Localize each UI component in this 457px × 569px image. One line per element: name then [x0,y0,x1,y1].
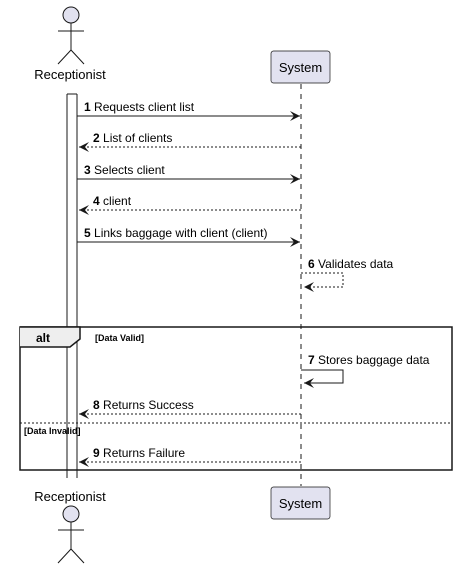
message-3: 3 Selects client [77,163,300,184]
participant-system-top: System [270,50,331,84]
message-4: 4 client [79,194,301,215]
alt-frame-tag: alt [36,331,50,345]
svg-text:9 Returns Failure: 9 Returns Failure [93,446,185,460]
message-1: 1 Requests client list [77,100,300,121]
message-5: 5 Links baggage with client (client) [77,226,300,247]
message-8: 8 Returns Success [79,398,301,419]
actor-stick-figure-icon [57,6,85,65]
message-number: 6 [308,257,315,271]
message-number: 1 [84,100,91,114]
svg-text:7 Stores baggage data: 7 Stores baggage data [308,353,430,367]
svg-text:4 client: 4 client [93,194,132,208]
message-number: 8 [93,398,100,412]
message-text: Links baggage with client (client) [94,226,267,240]
svg-text:5 Links baggage with client (c: 5 Links baggage with client (client) [84,226,267,240]
message-number: 7 [308,353,315,367]
actor-stick-figure-icon [57,505,85,564]
message-6-self: 6 Validates data [301,257,394,292]
svg-text:3 Selects client: 3 Selects client [84,163,165,177]
svg-text:2 List of clients: 2 List of clients [93,131,172,145]
actor-label-top: Receptionist [34,67,106,82]
message-9: 9 Returns Failure [79,446,301,467]
svg-text:6 Validates data: 6 Validates data [308,257,394,271]
svg-text:8 Returns Success: 8 Returns Success [93,398,194,412]
message-text: Stores baggage data [318,353,430,367]
message-text: Returns Success [103,398,194,412]
alt-guard-valid: [Data Valid] [95,333,144,343]
lifeline-receptionist [66,93,78,478]
message-text: List of clients [103,131,172,145]
message-text: Requests client list [94,100,195,114]
actor-label-bottom: Receptionist [34,489,106,504]
message-number: 5 [84,226,91,240]
message-number: 2 [93,131,100,145]
participant-label-bottom: System [279,496,322,511]
message-2: 2 List of clients [79,131,301,152]
message-text: Validates data [318,257,393,271]
actor-receptionist-bottom: Receptionist [34,489,106,564]
alt-guard-invalid: [Data Invalid] [24,426,81,436]
participant-system-bottom: System [270,486,331,520]
message-text: client [103,194,132,208]
message-text: Selects client [94,163,165,177]
message-number: 9 [93,446,100,460]
message-text: Returns Failure [103,446,185,460]
alt-frame: alt [Data Valid] [Data Invalid] [19,326,453,471]
participant-label-top: System [279,60,322,75]
message-number: 3 [84,163,91,177]
message-number: 4 [93,194,100,208]
actor-receptionist-top: Receptionist [34,6,106,82]
message-7-self: 7 Stores baggage data [301,353,430,388]
svg-text:1 Requests client list: 1 Requests client list [84,100,195,114]
